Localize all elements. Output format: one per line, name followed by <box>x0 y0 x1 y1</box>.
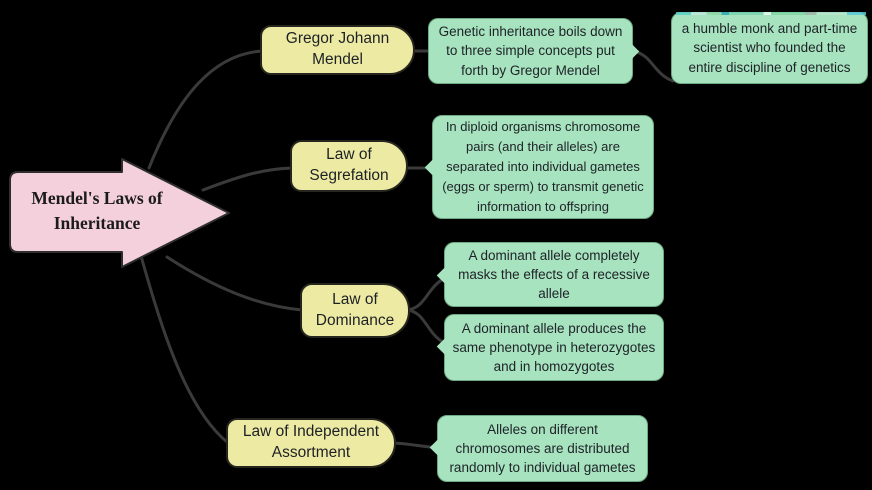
topic-label: Law of Dominance <box>315 290 395 329</box>
center-arrow-shape[interactable] <box>9 158 230 268</box>
connector-center-to-segregation <box>201 166 294 192</box>
center-topic-label[interactable]: Mendel's Laws of Inheritance <box>31 188 163 233</box>
topic-label: Law of Independent Assortment <box>242 423 380 461</box>
note-humble-monk[interactable]: a humble monk and part-time scientist wh… <box>671 12 868 84</box>
note-dominant-phenotype[interactable]: A dominant allele produces the same phen… <box>444 314 664 381</box>
topic-node-law-of-independent-assortment[interactable]: Law of Independent Assortment <box>226 418 396 468</box>
note-dominant-masks[interactable]: A dominant allele completely masks the e… <box>444 242 664 307</box>
note-text: A dominant allele produces the same phen… <box>452 320 656 375</box>
note-text: In diploid organisms chromosome pairs (a… <box>442 119 644 214</box>
note-text: Genetic inheritance boils down to three … <box>438 24 623 78</box>
connector-dominance-bracket-up <box>405 275 448 312</box>
connector-center-to-assortment <box>139 254 229 444</box>
note-diploid-organisms[interactable]: In diploid organisms chromosome pairs (a… <box>432 115 654 219</box>
connector-center-to-gregor <box>147 49 264 170</box>
connector-note-to-note <box>634 50 675 83</box>
topic-label: Gregor Johann Mendel <box>285 30 390 68</box>
note-alleles-random[interactable]: Alleles on different chromosomes are dis… <box>437 415 648 482</box>
note-text: Alleles on different chromosomes are dis… <box>449 421 636 476</box>
topic-label: Law of Segrefation <box>309 146 389 184</box>
note-text: a humble monk and part-time scientist wh… <box>681 21 858 75</box>
connector-center-to-dominance <box>165 255 304 312</box>
topic-node-law-of-segregation[interactable]: Law of Segrefation <box>290 140 408 192</box>
topic-node-law-of-dominance[interactable]: Law of Dominance <box>300 283 410 338</box>
note-genetic-inheritance[interactable]: Genetic inheritance boils down to three … <box>428 18 633 84</box>
connector-dominance-bracket-down <box>405 308 448 346</box>
topic-node-gregor-johann-mendel[interactable]: Gregor Johann Mendel <box>260 25 415 75</box>
note-text: A dominant allele completely masks the e… <box>458 247 650 302</box>
